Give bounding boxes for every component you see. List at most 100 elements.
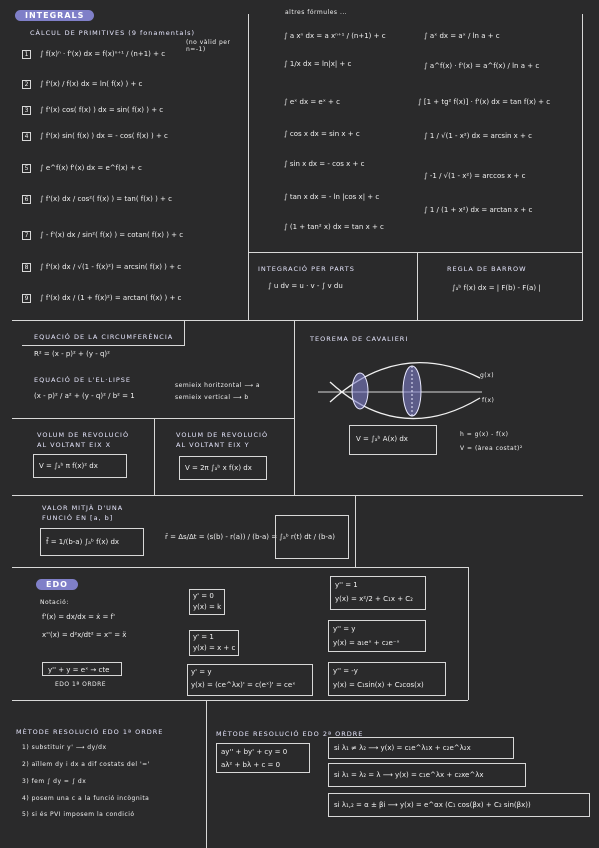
primitive-formula: ∫ f'(x) / f(x) dx = ln( f(x) ) + c [40, 80, 143, 88]
divider [468, 567, 469, 700]
edo-solution-box: y' = y y(x) = (ce^λx)' = c(eˣ)' = ceˣ [187, 664, 313, 696]
method2-case: si λ₁,₂ = α ± βi ⟶ y(x) = e^αx (C₁ cos(β… [334, 801, 531, 809]
revolution-y-formula: V = 2π ∫ₐᵇ x f(x) dx [185, 464, 252, 472]
method2-char-1: ay'' + by' + cy = 0 [221, 748, 288, 756]
ellipse-title: EQUACIÓ DE L'EL·LIPSE [34, 376, 132, 384]
revolution-x-title-1: VOLUM DE REVOLUCIÓ [37, 431, 130, 439]
divider [12, 320, 583, 321]
formula-item: ∫ a^f(x) · f'(x) = a^f(x) / ln a + c [424, 62, 540, 70]
method2-case: si λ₁ = λ₂ = λ ⟶ y(x) = c₁e^λx + c₂xe^λx [334, 771, 484, 779]
edo-example-label: EDO 1ª ORDRE [55, 681, 107, 688]
cavalieri-v: V = (àrea costat)² [460, 445, 523, 452]
edo-solution: y(x) = (ce^λx)' = c(eˣ)' = ceˣ [191, 681, 296, 689]
edo-equation: y' = 1 [193, 633, 214, 641]
primitive-formula: ∫ f(x)ⁿ · f'(x) dx = f(x)ⁿ⁺¹ / (n+1) + c [40, 50, 166, 58]
method1-step: 2) aïllem dy i dx a dif costats del '=' [22, 761, 150, 768]
ellipse-vertical-axis: semieix vertical ⟶ b [175, 394, 249, 401]
method2-case-box: si λ₁ ≠ λ₂ ⟶ y(x) = c₁e^λ₁x + c₂e^λ₂x [328, 737, 514, 759]
cavalieri-diagram [318, 362, 482, 420]
divider [154, 418, 155, 496]
edo-equation: y'' = -y [333, 667, 358, 675]
cavalieri-h: h = g(x) - f(x) [460, 431, 509, 438]
primitive-formula: ∫ f'(x) cos( f(x) ) dx = sin( f(x) ) + c [40, 106, 164, 114]
divider [248, 252, 583, 253]
mean-formula-1: f̄ = 1/(b-a) ∫ₐᵇ f(x) dx [46, 538, 120, 546]
formula-item: ∫ 1/x dx = ln|x| + c [284, 60, 352, 68]
formula-item: ∫ tan x dx = - ln |cos x| + c [284, 193, 380, 201]
mean-formula-2: r̄ = Δs/Δt = (s(b) - r(a)) / (b-a) = ∫ₐᵇ… [165, 533, 335, 541]
page-title: INTEGRALS [15, 10, 95, 22]
primitives-title: CÀLCUL DE PRIMITIVES (9 fonamentals) [30, 29, 196, 37]
method2-char-box: ay'' + by' + cy = 0 aλ² + bλ + c = 0 [216, 743, 310, 773]
circle-title: EQUACIÓ DE LA CIRCUMFERÈNCIA [34, 333, 174, 341]
edo-solution: y(x) = C₁sin(x) + C₂cos(x) [333, 681, 424, 689]
method2-case: si λ₁ ≠ λ₂ ⟶ y(x) = c₁e^λ₁x + c₂e^λ₂x [334, 744, 471, 752]
formula-item: ∫ sin x dx = - cos x + c [284, 160, 365, 168]
revolution-x-box: V = ∫ₐᵇ π f(x)² dx [33, 454, 127, 478]
edo-equation: y'' = 1 [335, 581, 358, 589]
cavalieri-formula: V = ∫ₐᵇ A(x) dx [356, 435, 408, 443]
primitive-formula: ∫ f'(x) dx / cos²( f(x) ) = tan( f(x) ) … [40, 195, 172, 203]
method1-step: 5) si és PVI imposem la condició [22, 811, 135, 818]
formula-item: ∫ aˣ dx = aˣ / ln a + c [424, 32, 500, 40]
divider [12, 418, 294, 419]
f-curve [329, 381, 481, 420]
row-number: 9 [22, 294, 31, 303]
edo-solution-box: y' = 1 y(x) = x + c [189, 630, 239, 656]
mean-title-1: VALOR MITJÀ D'UNA [42, 504, 124, 512]
formula-item: ∫ -1 / √(1 - x²) = arccos x + c [424, 172, 526, 180]
divider [22, 345, 184, 346]
edo-solution-box: y'' = -y y(x) = C₁sin(x) + C₂cos(x) [328, 662, 446, 696]
method1-title: MÈTODE RESOLUCIÓ EDO 1ª ORDRE [16, 728, 164, 736]
formula-item: ∫ eˣ dx = eˣ + c [284, 98, 340, 106]
row-number: 1 [22, 50, 31, 59]
row-number: 2 [22, 80, 31, 89]
f-curve-label: f(x) [482, 397, 495, 404]
divider [294, 320, 295, 496]
formula-item: ∫ 1 / √(1 - x²) dx = arcsin x + c [424, 132, 532, 140]
parts-formula: ∫ u dv = u · v - ∫ v du [268, 282, 343, 290]
g-curve [329, 362, 481, 403]
edo-solution-box: y' = 0 y(x) = k [189, 589, 225, 615]
divider [582, 14, 583, 320]
edo-notation-2: x''(x) = d²x/dt² = x'' = ẍ [42, 631, 127, 639]
edo-notation-title: Notació: [40, 599, 69, 606]
formula-item: ∫ [1 + tg² f(x)] · f'(x) dx = tan f(x) +… [418, 98, 551, 106]
divider [12, 495, 583, 496]
edo-equation: y' = y [191, 668, 212, 676]
primitive-formula: ∫ f'(x) dx / (1 + f(x)²) = arctan( f(x) … [40, 294, 182, 302]
edo-example: y'' + y = eˣ → cte [48, 666, 110, 674]
formula-item: ∫ 1 / (1 + x²) dx = arctan x + c [424, 206, 533, 214]
ellipse-horizontal-axis: semieix horitzontal ⟶ a [175, 382, 261, 389]
edo-title: EDO [36, 579, 78, 591]
edo-solution: y(x) = a₁eˣ + c₂e⁻ˣ [333, 639, 400, 647]
method2-title: MÈTODE RESOLUCIÓ EDO 2ª ORDRE [216, 730, 364, 738]
method1-step: 4) posem una c a la funció incògnita [22, 795, 150, 802]
formula-item: ∫ a xⁿ dx = a xⁿ⁺¹ / (n+1) + c [284, 32, 386, 40]
revolution-x-title-2: AL VOLTANT EIX X [37, 441, 112, 449]
edo-solution: y(x) = x²/2 + C₁x + C₂ [335, 595, 413, 603]
primitive-formula: ∫ e^f(x) f'(x) dx = e^f(x) + c [40, 164, 142, 172]
divider [355, 495, 356, 567]
method1-step: 1) substituir y' ⟶ dy/dx [22, 744, 107, 751]
parts-title: INTEGRACIÓ PER PARTS [258, 265, 355, 273]
edo-solution-box: y'' = 1 y(x) = x²/2 + C₁x + C₂ [330, 576, 426, 610]
primitive-formula: ∫ - f'(x) dx / sin²( f(x) ) = cotan( f(x… [40, 231, 184, 239]
barrow-formula: ∫ₐᵇ f(x) dx = | F(b) - F(a) | [452, 284, 541, 292]
mean-title-2: FUNCIÓ EN [a, b] [42, 514, 114, 522]
divider [184, 321, 185, 346]
revolution-y-title-1: VOLUM DE REVOLUCIÓ [176, 431, 269, 439]
divider [417, 252, 418, 320]
barrow-title: REGLA DE BARROW [447, 265, 527, 273]
primitive-formula: ∫ f'(x) sin( f(x) ) dx = - cos( f(x) ) +… [40, 132, 168, 140]
circle-formula: R² = (x - p)² + (y - q)² [34, 350, 110, 358]
row-number: 5 [22, 164, 31, 173]
row-number: 4 [22, 132, 31, 141]
row-number: 8 [22, 263, 31, 272]
row-number: 7 [22, 231, 31, 240]
divider [12, 567, 468, 568]
edo-solution-box: y'' = y y(x) = a₁eˣ + c₂e⁻ˣ [328, 620, 426, 652]
divider [248, 14, 249, 320]
formula-item: ∫ cos x dx = sin x + c [284, 130, 360, 138]
